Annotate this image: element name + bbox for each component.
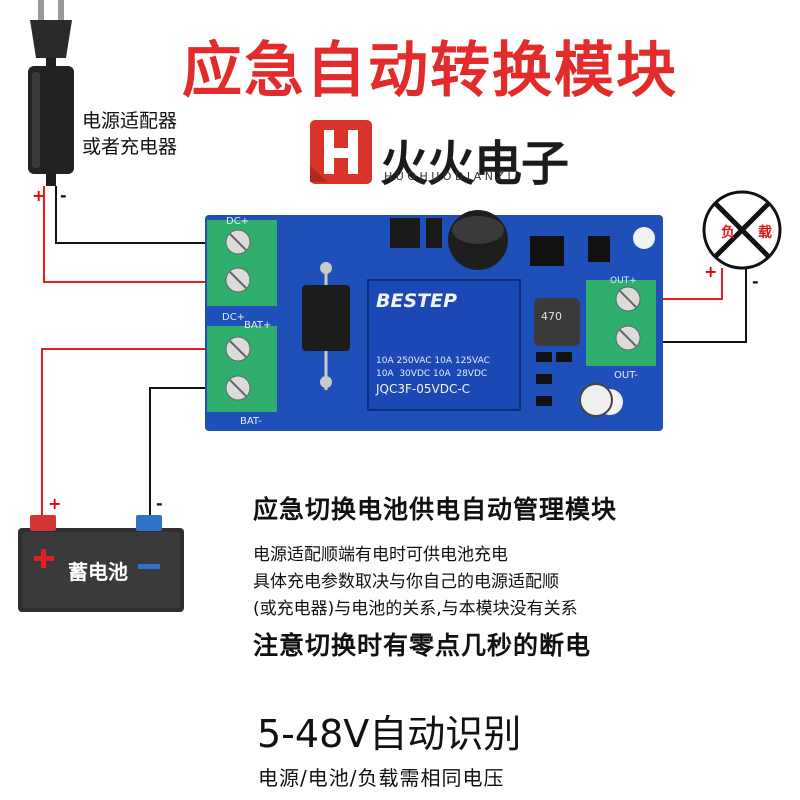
label-out-minus: OUT- bbox=[614, 370, 638, 381]
battery-minus-terminal bbox=[136, 515, 162, 531]
ic-chip bbox=[390, 218, 420, 248]
ic-chip bbox=[530, 236, 564, 266]
power-adapter-illustration bbox=[28, 0, 74, 186]
adapter-label-line1: 电源适配器 bbox=[82, 110, 178, 132]
relay-spec-line2: 10A 30VDC 10A 28VDC bbox=[376, 369, 488, 379]
battery-plus-terminal bbox=[30, 515, 56, 531]
plug-head bbox=[30, 20, 72, 58]
load-label-char2: 载 bbox=[758, 225, 772, 241]
label-dc-plus: DC+ bbox=[226, 216, 250, 227]
adapter-plus-wire bbox=[43, 186, 222, 283]
load-minus-wire bbox=[630, 268, 747, 343]
ic-chip bbox=[426, 218, 442, 248]
page-title: 应急自动转换模块 bbox=[182, 36, 678, 106]
brand-pinyin: HUOHUODIANZI bbox=[384, 170, 515, 183]
voltage-note: 电源/电池/负载需相同电压 bbox=[258, 766, 505, 790]
plug-prong bbox=[58, 0, 64, 22]
brand-name: 火火电子 bbox=[380, 136, 569, 192]
relay-brand: BESTEP bbox=[376, 290, 458, 312]
battery-wire-plus-sign: + bbox=[48, 494, 62, 513]
adapter-plus-sign: + bbox=[32, 186, 46, 205]
battery-wire-minus-sign: - bbox=[156, 494, 163, 513]
label-dc-plus-2: DC+ bbox=[222, 312, 246, 323]
plug-prong bbox=[38, 0, 44, 22]
adapter-minus-sign: - bbox=[60, 186, 67, 205]
brand-logo-icon bbox=[310, 120, 372, 184]
small-capacitor bbox=[579, 383, 613, 417]
description-line-1: 电源适配顺端有电时可供电池充电 bbox=[253, 545, 508, 565]
battery-plus-wire bbox=[41, 348, 222, 515]
relay-model: JQC3F-05VDC-C bbox=[376, 382, 471, 396]
adapter-minus-wire bbox=[55, 186, 222, 244]
battery-label: 蓄电池 bbox=[68, 560, 128, 584]
relay bbox=[367, 279, 521, 411]
load-plus-sign: + bbox=[704, 262, 718, 281]
inductor bbox=[534, 298, 580, 346]
inductor-label: 470 bbox=[541, 310, 562, 323]
battery-minus-wire bbox=[149, 387, 222, 515]
label-bat-plus: BAT+ bbox=[244, 320, 272, 331]
adapter-label-line2: 或者充电器 bbox=[82, 136, 178, 158]
warning-text: 注意切换时有零点几秒的断电 bbox=[253, 631, 592, 660]
load-minus-sign: - bbox=[752, 272, 759, 291]
description-line-3: (或充电器)与电池的关系,与本模块没有关系 bbox=[253, 599, 578, 619]
label-out-plus: OUT+ bbox=[610, 276, 637, 286]
adapter-label: 电源适配器 或者充电器 bbox=[82, 108, 177, 160]
load-label-char1: 负 bbox=[721, 225, 735, 241]
diode bbox=[302, 285, 350, 351]
ic-chip bbox=[588, 236, 610, 262]
description-line-2: 具体充电参数取决与你自己的电源适配顺 bbox=[253, 572, 559, 592]
voltage-range: 5-48V自动识别 bbox=[257, 712, 522, 756]
section-heading: 应急切换电池供电自动管理模块 bbox=[253, 495, 618, 524]
relay-spec-line1: 10A 250VAC 10A 125VAC bbox=[376, 356, 490, 366]
label-bat-minus: BAT- bbox=[240, 416, 262, 427]
